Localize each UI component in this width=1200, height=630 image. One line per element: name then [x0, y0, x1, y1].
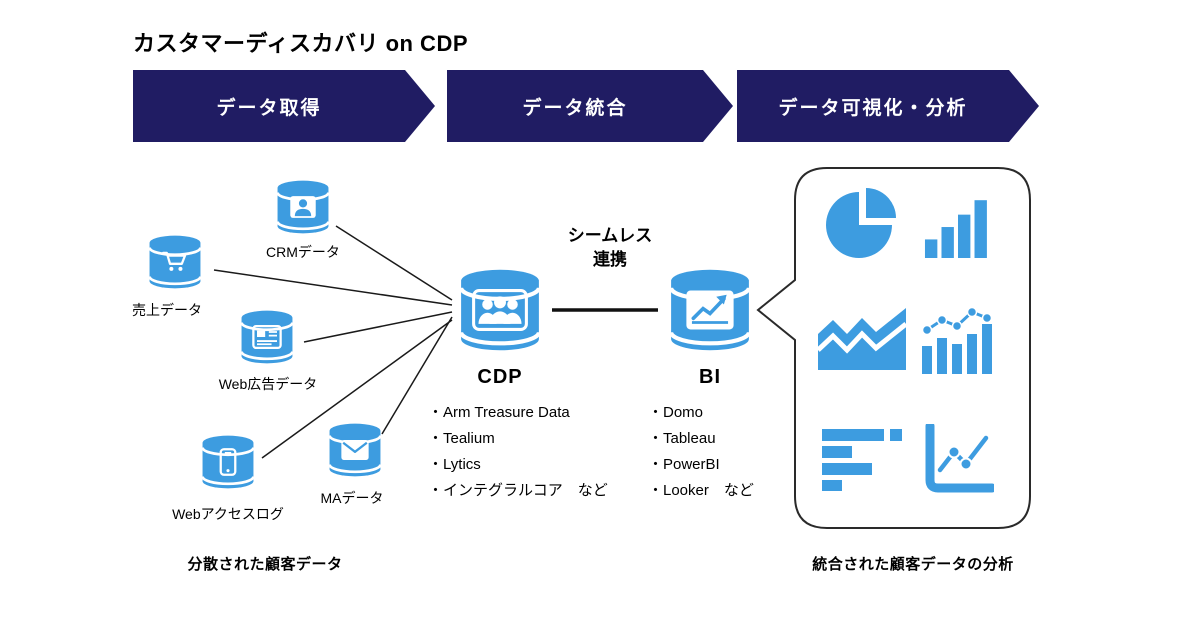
horizontal-bar-chart-icon — [822, 429, 902, 491]
caption-integrated-analysis: 統合された顧客データの分析 — [812, 556, 1014, 573]
bar-chart-icon — [924, 200, 987, 258]
caption-distributed-data: 分散された顧客データ — [187, 556, 343, 573]
diagram-title: カスタマーディスカバリ on CDP — [133, 31, 469, 56]
web-ad-database-icon — [240, 310, 294, 364]
seamless-link-line2: 連携 — [593, 250, 627, 269]
source-label-web-ad: Web広告データ — [218, 376, 318, 392]
step-arrow-data-integration: データ統合 — [447, 70, 733, 142]
ma-mail-database-icon — [328, 423, 382, 477]
step-label-data-integration: データ統合 — [522, 97, 628, 119]
crm-database-icon — [276, 180, 330, 234]
bi-vendor-item: ・Tableau — [648, 430, 716, 447]
cdp-vendor-item: ・Tealium — [428, 430, 495, 447]
bi-vendor-item: ・PowerBI — [648, 456, 720, 473]
sales-cart-database-icon — [148, 235, 202, 289]
step-arrow-data-visualization: データ可視化・分析 — [737, 70, 1039, 142]
source-label-crm: CRMデータ — [266, 244, 340, 260]
bi-vendor-item: ・Looker など — [648, 482, 754, 499]
cdp-vendor-item: ・インテグラルコア など — [428, 482, 608, 499]
bi-vendor-list: ・Domo ・Tableau ・PowerBI ・Looker など — [648, 400, 754, 504]
step-arrow-data-acquisition: データ取得 — [133, 70, 435, 142]
source-label-sales: 売上データ — [132, 302, 202, 318]
seamless-link-line1: シームレス — [567, 226, 653, 245]
cdp-vendor-item: ・Arm Treasure Data — [428, 404, 570, 421]
cdp-vendor-item: ・Lytics — [428, 456, 481, 473]
source-label-ma: MAデータ — [320, 490, 384, 506]
step-label-data-acquisition: データ取得 — [216, 97, 322, 119]
cdp-vendor-list: ・Arm Treasure Data ・Tealium ・Lytics ・インテ… — [428, 400, 608, 504]
axis-line-chart-icon — [925, 424, 994, 493]
source-label-web-access-log: Webアクセスログ — [172, 506, 284, 522]
source-to-cdp-lines — [213, 225, 453, 459]
cdp-people-database-icon — [459, 269, 541, 351]
bi-chart-database-icon — [669, 269, 751, 351]
seamless-link-label: シームレス 連携 — [540, 224, 680, 272]
bi-vendor-item: ・Domo — [648, 404, 704, 421]
area-chart-icon — [818, 308, 906, 370]
cdp-label: CDP — [477, 366, 523, 388]
bi-label: BI — [699, 366, 721, 388]
step-label-data-visualization: データ可視化・分析 — [778, 97, 968, 119]
line-dot-bar-chart-icon — [921, 306, 993, 374]
web-access-log-database-icon — [201, 435, 255, 489]
pie-chart-icon — [826, 188, 896, 258]
